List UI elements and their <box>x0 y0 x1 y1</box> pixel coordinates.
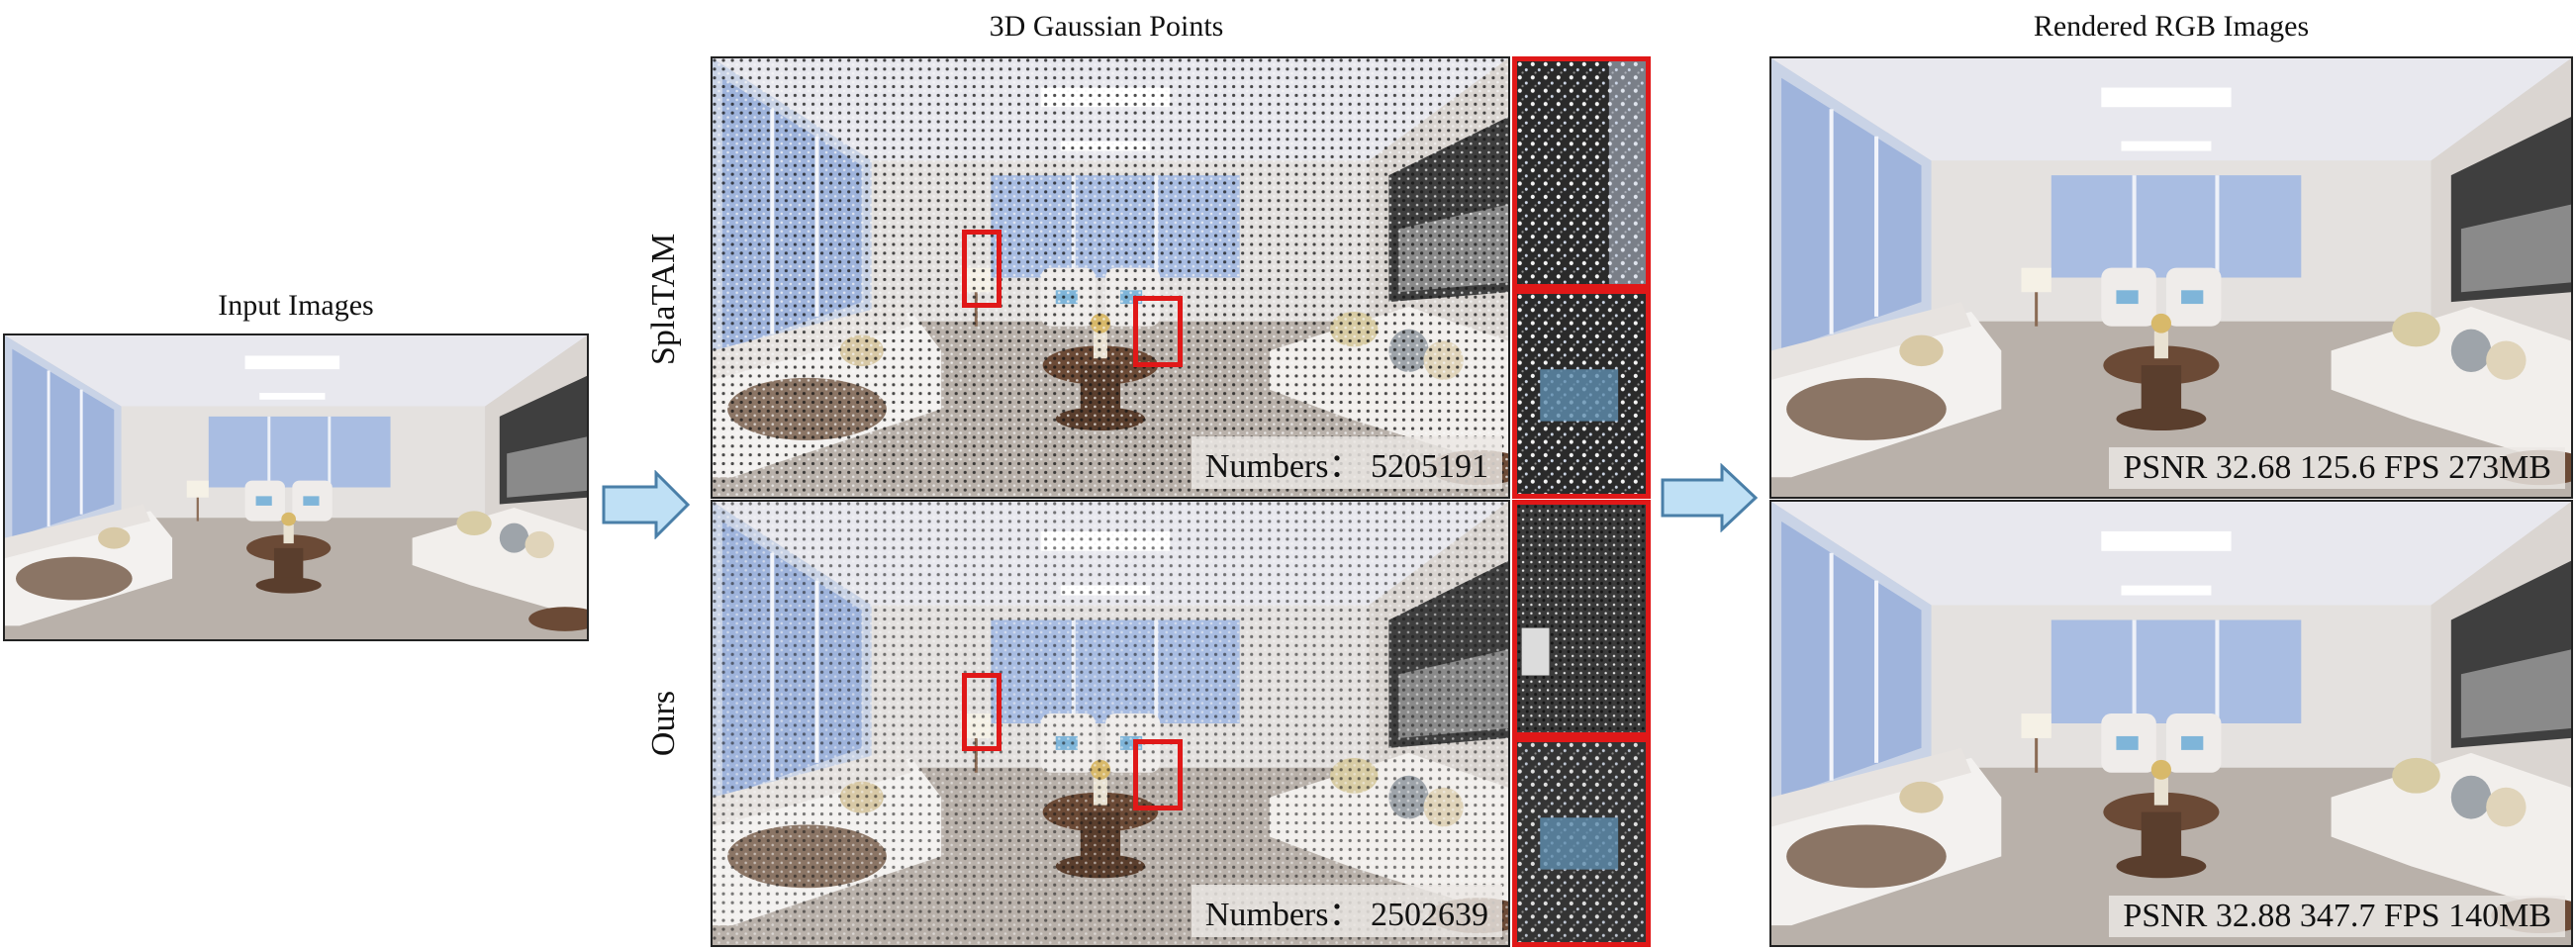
ours-gaussian-points: Numbers： 2502639 <box>711 500 1510 947</box>
arrow-icon <box>1661 463 1759 532</box>
gaussian-points-title: 3D Gaussian Points <box>989 10 1224 43</box>
splatam-metrics: PSNR 32.68 125.6 FPS 273MB <box>2109 447 2565 489</box>
input-images-title: Input Images <box>218 289 374 322</box>
ours-rendered-image: PSNR 32.88 347.7 FPS 140MB <box>1769 500 2573 947</box>
splatam-rendered-room <box>1771 58 2571 497</box>
row-label-splatam: SplaTAM <box>645 233 682 365</box>
splatam-zoom-top <box>1517 61 1646 284</box>
ours-zoom-crop-bottom <box>1512 737 1651 947</box>
input-image <box>3 333 589 641</box>
row-label-ours: Ours <box>645 690 682 757</box>
highlight-box <box>1133 739 1183 810</box>
ours-zoom-bottom <box>1517 742 1646 942</box>
highlight-box <box>962 673 1002 751</box>
highlight-box <box>1133 296 1183 367</box>
splatam-rendered-image: PSNR 32.68 125.6 FPS 273MB <box>1769 56 2573 499</box>
splatam-zoom-crop-top <box>1512 56 1651 289</box>
ours-zoom-top <box>1517 505 1646 732</box>
ours-points-render <box>713 502 1508 945</box>
ours-metrics: PSNR 32.88 347.7 FPS 140MB <box>2109 896 2565 937</box>
splatam-points-render <box>713 58 1508 497</box>
ours-rendered-room <box>1771 502 2571 945</box>
splatam-zoom-bottom <box>1517 294 1646 494</box>
rendered-rgb-title: Rendered RGB Images <box>2033 10 2310 43</box>
highlight-box <box>962 230 1002 308</box>
splatam-points-count: Numbers： 5205191 <box>1191 436 1502 489</box>
arrow-icon <box>602 470 691 539</box>
ours-zoom-crop-top <box>1512 500 1651 737</box>
splatam-zoom-crop-bottom <box>1512 289 1651 499</box>
splatam-gaussian-points: Numbers： 5205191 <box>711 56 1510 499</box>
input-room-image <box>5 335 587 639</box>
ours-points-count: Numbers： 2502639 <box>1191 885 1502 937</box>
